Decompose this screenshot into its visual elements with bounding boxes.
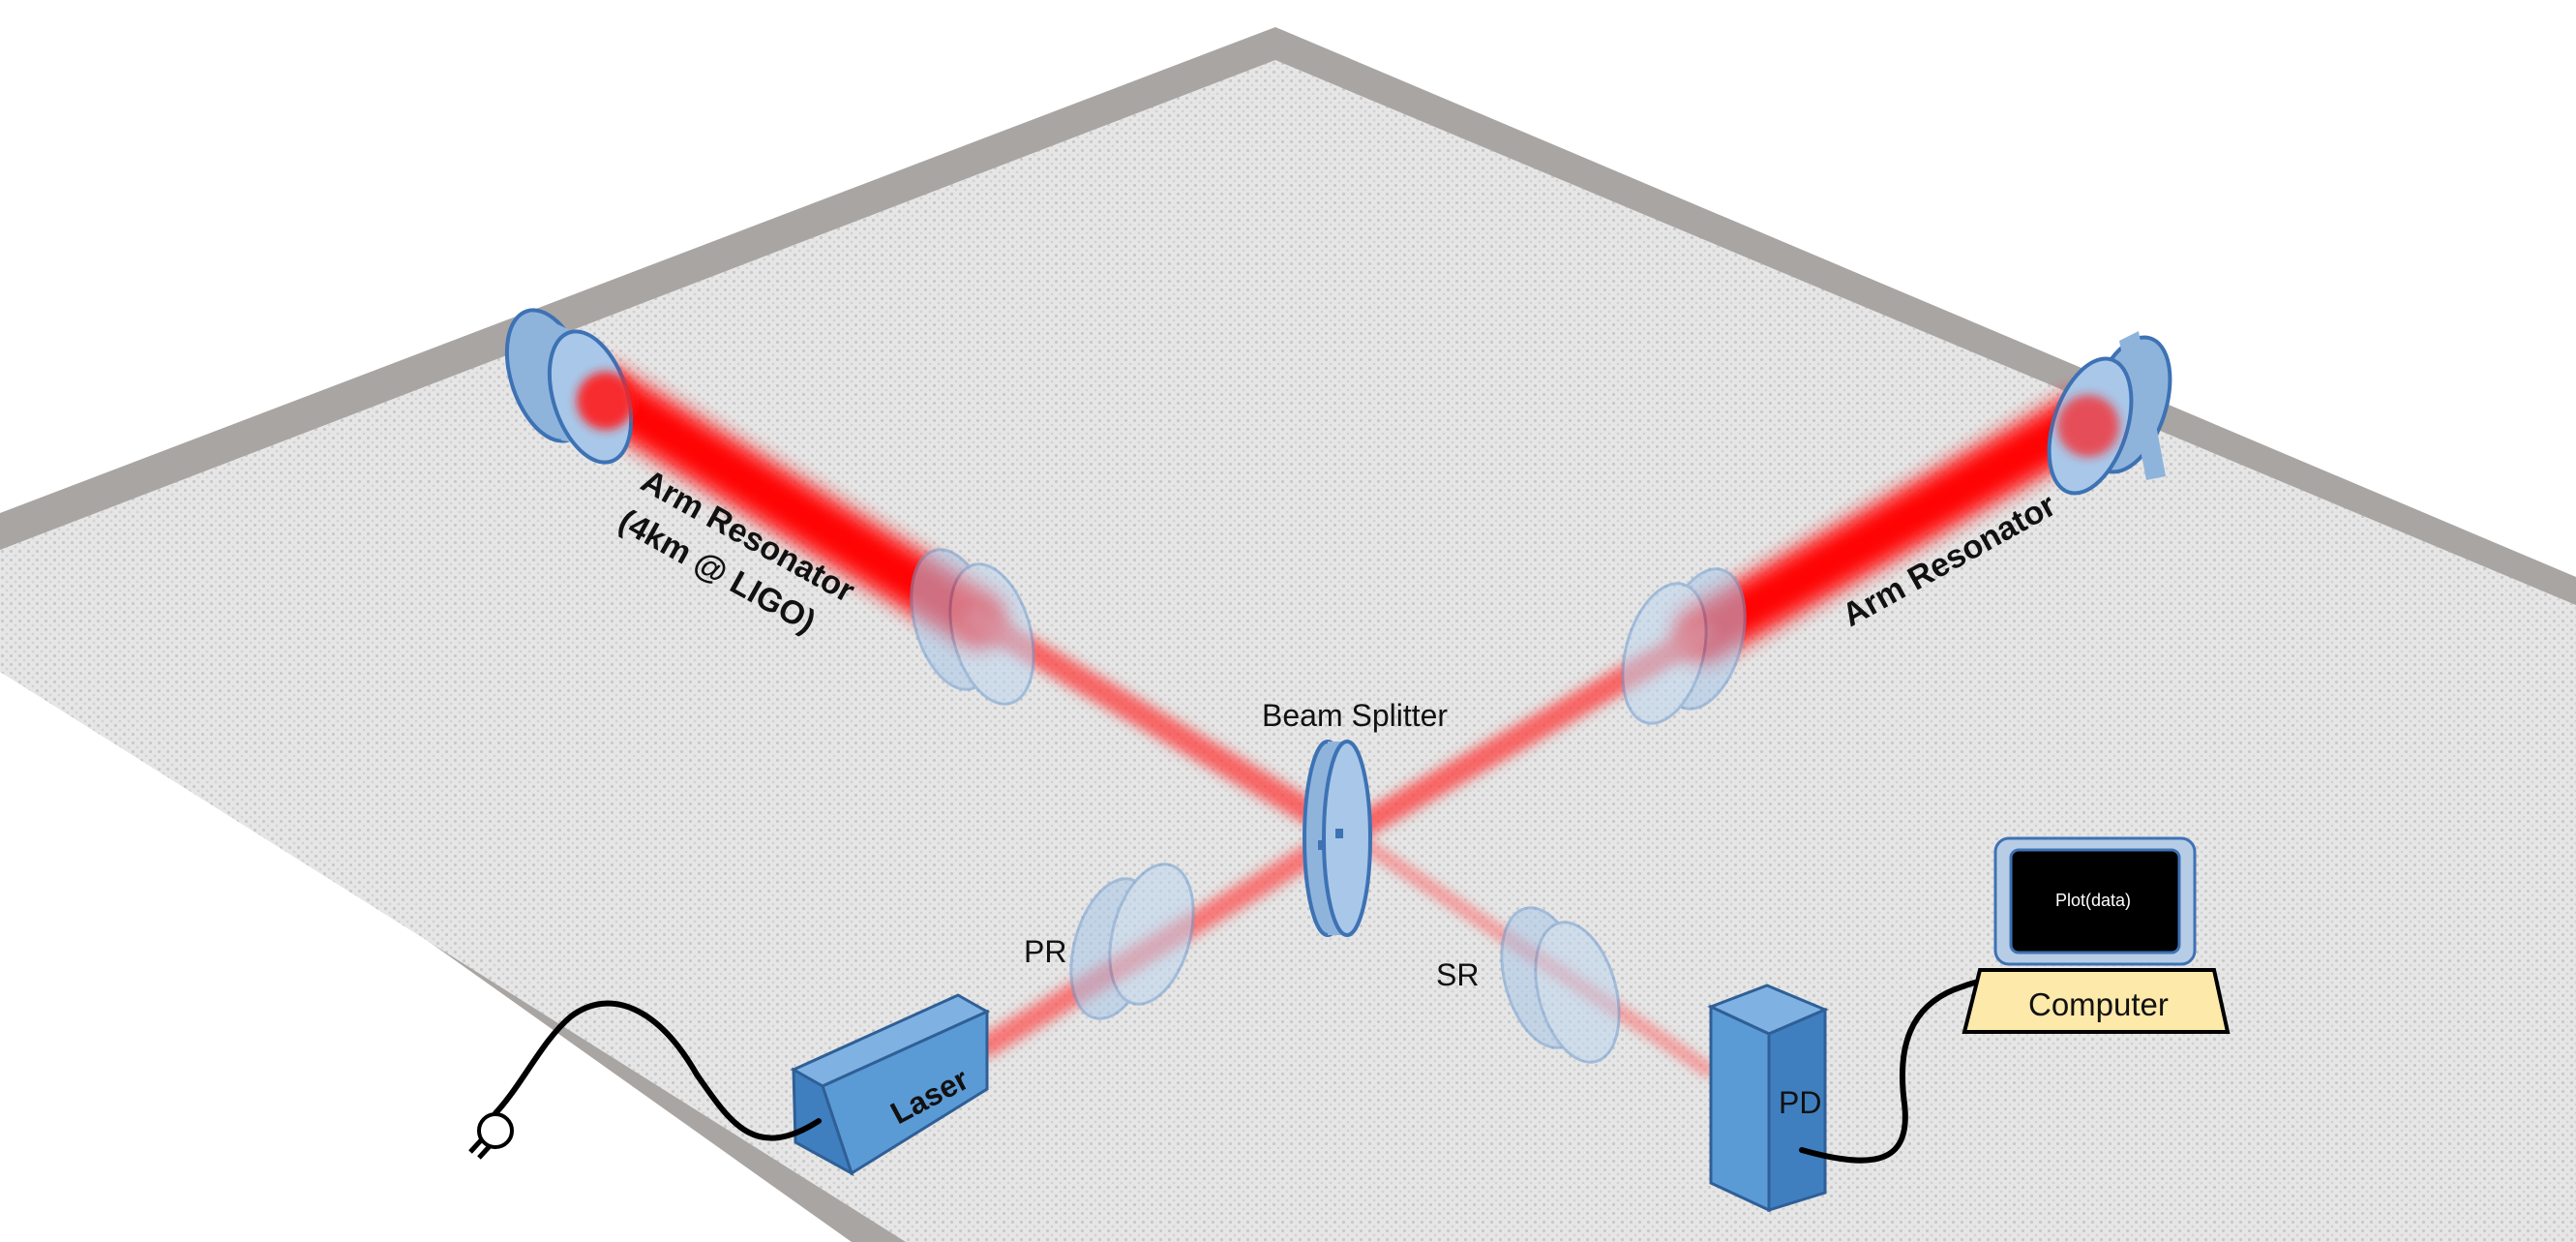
laser-box bbox=[790, 993, 991, 1177]
laser-side bbox=[792, 1067, 854, 1177]
power-cable bbox=[468, 1000, 822, 1160]
left-end-mirror bbox=[504, 308, 635, 465]
photodetector-box bbox=[1707, 984, 1829, 1213]
data-cable bbox=[1799, 978, 1996, 1164]
computer bbox=[1962, 836, 2231, 1034]
computer-base bbox=[1962, 968, 2231, 1034]
pd-label: PD bbox=[1779, 1085, 1821, 1120]
beam-splitter bbox=[1303, 740, 1372, 937]
right-end-mirror bbox=[2047, 331, 2172, 496]
monitor-screen bbox=[2009, 848, 2181, 954]
left-recycled-beam bbox=[965, 607, 1358, 845]
plug-icon bbox=[468, 1112, 514, 1160]
computer-label: Computer bbox=[2028, 986, 2169, 1022]
power-recycling-mirror bbox=[1069, 863, 1195, 1020]
beam-splitter-label: Beam Splitter bbox=[1262, 698, 1448, 733]
signal-recycling-mirror bbox=[1500, 906, 1621, 1064]
sr-label: SR bbox=[1436, 957, 1479, 992]
pr-label: PR bbox=[1024, 934, 1066, 969]
screen-text: Plot(data) bbox=[2055, 891, 2131, 910]
table-surface bbox=[0, 60, 2576, 1242]
pd-side bbox=[1709, 1004, 1771, 1213]
right-input-mirror bbox=[1621, 567, 1747, 725]
optical-table bbox=[0, 27, 2576, 1242]
left-input-mirror bbox=[910, 548, 1035, 706]
